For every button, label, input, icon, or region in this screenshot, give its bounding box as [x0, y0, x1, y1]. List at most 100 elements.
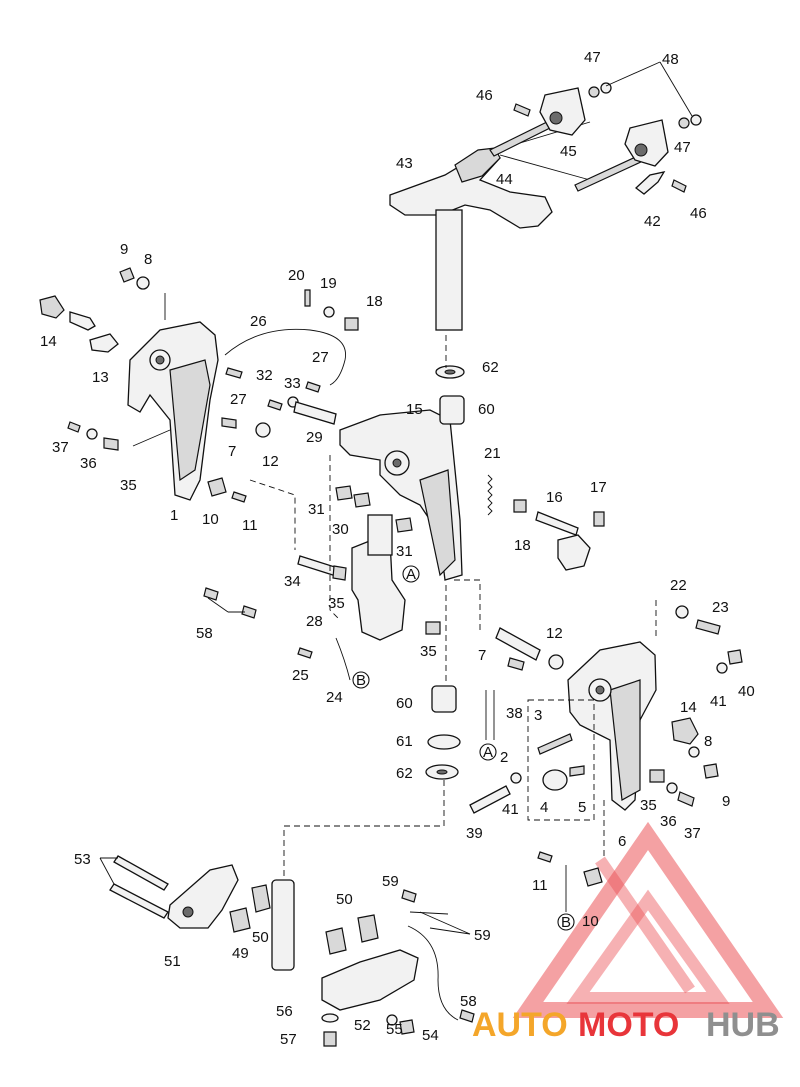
callout-11-right: 11	[532, 877, 548, 894]
bolt-46b	[671, 179, 687, 193]
wire-38	[485, 690, 495, 740]
watermark-auto: AUTO	[472, 1006, 568, 1044]
bushing-31b	[395, 517, 413, 533]
bracket-51	[167, 864, 239, 929]
ref-b-label-2: B	[561, 914, 571, 931]
callout-46-top: 46	[476, 87, 493, 104]
nut-40	[727, 649, 743, 665]
callout-10-right: 10	[582, 913, 599, 930]
callout-17: 17	[590, 479, 607, 496]
bushing-60b	[431, 685, 457, 713]
callout-7-right: 7	[478, 647, 486, 664]
callout-36-left: 36	[80, 455, 97, 472]
left-clamp-bracket-assembly	[39, 267, 271, 503]
callout-49-left: 49	[232, 945, 249, 962]
callout-labels: 1 2 3 4 5 6 7 7 8 8 9 9 10 10 11 11 12 1…	[40, 49, 755, 1048]
ref-b-label-1: B	[356, 672, 366, 689]
bolt-46a	[513, 103, 531, 117]
bolt-53a	[113, 855, 169, 891]
thrust-rod-knob-14b	[671, 717, 699, 745]
bolt-58a	[203, 587, 219, 601]
bolt-32	[267, 399, 283, 411]
callout-45: 45	[560, 143, 577, 160]
callout-32: 32	[256, 367, 273, 384]
logo-triangle-inner	[566, 889, 730, 1004]
bolt-7a	[221, 417, 237, 429]
steering-shaft	[435, 209, 463, 331]
cap-17	[593, 511, 605, 527]
bolt-58c	[459, 1009, 475, 1023]
ref-b-circle-1	[352, 671, 370, 689]
logo-triangle-stroke	[595, 856, 695, 994]
callout-14-left: 14	[40, 333, 57, 350]
callout-18-top: 18	[366, 293, 383, 310]
bracket-52	[321, 949, 419, 1011]
callout-27-b: 27	[312, 349, 329, 366]
pad-50a	[251, 884, 271, 913]
bolt-37b	[677, 791, 695, 807]
callout-34: 34	[284, 573, 301, 590]
callout-44: 44	[496, 171, 513, 188]
ring-61	[427, 734, 461, 750]
callout-56: 56	[276, 1003, 293, 1020]
ref-a-label-2: A	[483, 744, 493, 761]
callout-20: 20	[288, 267, 305, 284]
callout-11-left: 11	[242, 517, 258, 534]
callout-47-top: 47	[584, 49, 601, 66]
wire-59	[407, 911, 459, 1021]
bolt-7b	[507, 657, 525, 671]
pad-50b	[357, 914, 379, 943]
callout-39: 39	[466, 825, 483, 842]
callout-16: 16	[546, 489, 563, 506]
washer-12a	[255, 422, 271, 438]
callout-31-a: 31	[308, 501, 325, 518]
pin-34	[297, 555, 339, 577]
washer-36a	[86, 428, 98, 440]
callout-1: 1	[170, 507, 178, 524]
nut-47b	[678, 117, 690, 129]
wire-24	[335, 637, 351, 681]
bolt-3	[537, 733, 573, 755]
callout-3: 3	[534, 707, 542, 724]
callout-24: 24	[326, 689, 343, 706]
callout-14-right: 14	[680, 699, 697, 716]
callout-41-right: 41	[710, 693, 727, 710]
ref-a-circle-1	[402, 565, 420, 583]
ref-a-label-1: A	[406, 566, 416, 583]
callout-50-right: 50	[336, 891, 353, 908]
washer-41b	[716, 662, 728, 674]
steering-grip	[454, 147, 501, 183]
callout-35-mid: 35	[328, 595, 345, 612]
callout-5: 5	[578, 799, 586, 816]
callout-47-right: 47	[674, 139, 691, 156]
callout-30: 30	[332, 521, 349, 538]
callout-10-left: 10	[202, 511, 219, 528]
callout-62-top: 62	[482, 359, 499, 376]
callout-7-left: 7	[228, 443, 236, 460]
washer-19	[323, 306, 335, 318]
callout-35-left: 35	[120, 477, 137, 494]
pad-49b	[325, 927, 347, 955]
steering-bracket-assembly	[389, 61, 702, 331]
callout-41-mid: 41	[502, 801, 519, 818]
ref-a-circle-2	[479, 743, 497, 761]
swivel-bracket-assembly	[203, 289, 605, 681]
callout-12-right: 12	[546, 625, 563, 642]
bolt-39	[469, 785, 511, 814]
callout-35-cyl: 35	[420, 643, 437, 660]
bottom-bracket-assembly	[99, 855, 475, 1047]
reference-marks: A A B B	[352, 565, 575, 931]
bushing-30	[353, 492, 371, 508]
nut-47a	[588, 86, 600, 98]
thrust-rod-13	[69, 311, 96, 331]
washer-55	[386, 1014, 398, 1026]
bushing-31a	[335, 485, 353, 501]
bolt-11a	[231, 491, 247, 503]
callout-4: 4	[540, 799, 548, 816]
bushing-35b	[425, 621, 441, 635]
bolt-58b	[241, 605, 257, 619]
callout-8-left: 8	[144, 251, 152, 268]
bolt-25	[297, 647, 313, 659]
logo-triangle-outer	[512, 821, 784, 1018]
bolt-27a	[225, 367, 243, 379]
